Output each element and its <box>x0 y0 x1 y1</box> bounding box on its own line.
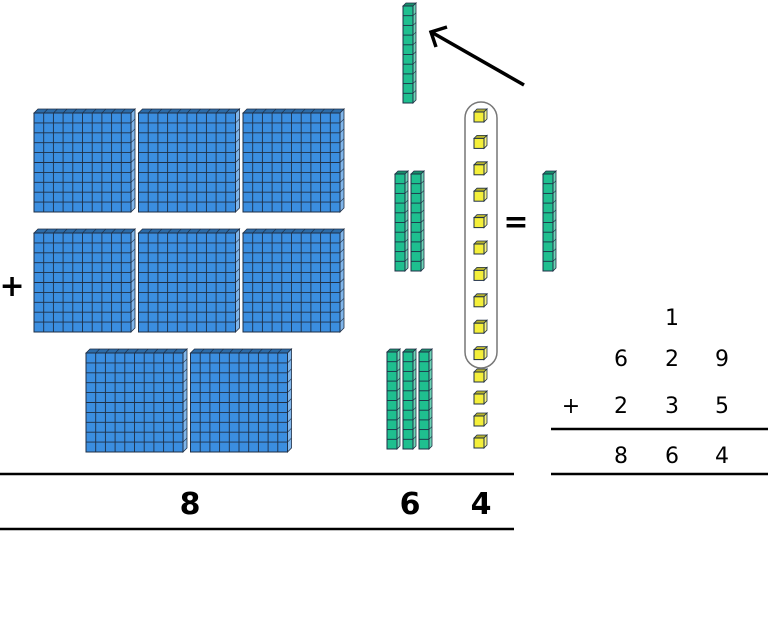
hundred-flat <box>242 108 345 213</box>
addend1-tens: 2 <box>665 347 679 372</box>
operator-plus: + <box>562 394 580 419</box>
one-cube <box>473 368 488 383</box>
ten-rod <box>394 170 409 272</box>
hundred-flat <box>137 108 241 213</box>
hundred-flat <box>242 228 345 333</box>
hundred-flat <box>33 228 136 333</box>
circled-one-cube <box>473 266 488 282</box>
circled-one-cube <box>473 292 488 308</box>
ten-rod <box>402 348 417 450</box>
result-tens-digit: 6 <box>400 487 421 522</box>
addend1-hundreds: 6 <box>614 347 628 372</box>
ones-grouping-capsule <box>464 101 498 369</box>
circled-one-cube <box>473 187 488 203</box>
circled-one-cube <box>473 345 488 361</box>
one-cube <box>473 434 488 449</box>
one-cube <box>473 412 488 427</box>
result-ones-digit: 4 <box>471 487 492 522</box>
result-hundreds-digit: 8 <box>180 487 201 522</box>
regrouped-ten-rod <box>542 170 557 272</box>
circled-one-cube <box>473 240 488 255</box>
addend1-ones: 9 <box>715 347 729 372</box>
ten-rod <box>418 348 433 450</box>
ten-rod <box>410 170 425 272</box>
hundred-flat <box>85 348 188 453</box>
addend2-ones: 5 <box>715 394 729 419</box>
equals-sign: = <box>503 205 528 240</box>
addend2-tens: 3 <box>665 394 679 419</box>
ten-rod <box>402 2 417 104</box>
addend2-hundreds: 2 <box>614 394 628 419</box>
hundred-flat <box>33 108 136 213</box>
circled-one-cube <box>473 108 488 123</box>
plus-sign: + <box>0 269 25 304</box>
hundred-flat <box>189 348 293 453</box>
sum-tens: 6 <box>665 444 679 469</box>
carry-digit: 1 <box>665 306 679 331</box>
ten-rod <box>386 348 401 450</box>
one-cube <box>473 390 488 405</box>
circled-one-cube <box>473 134 488 150</box>
regroup-arrow <box>428 25 525 87</box>
blocks-layer <box>33 2 557 453</box>
circled-one-cube <box>473 160 488 176</box>
hundred-flat <box>137 228 241 333</box>
sum-hundreds: 8 <box>614 444 628 469</box>
column-addition: 1 6 2 9 + 2 3 5 8 6 4 <box>551 306 768 476</box>
circled-one-cube <box>473 213 488 229</box>
sum-ones: 4 <box>715 444 729 469</box>
circled-one-cube <box>473 319 488 335</box>
